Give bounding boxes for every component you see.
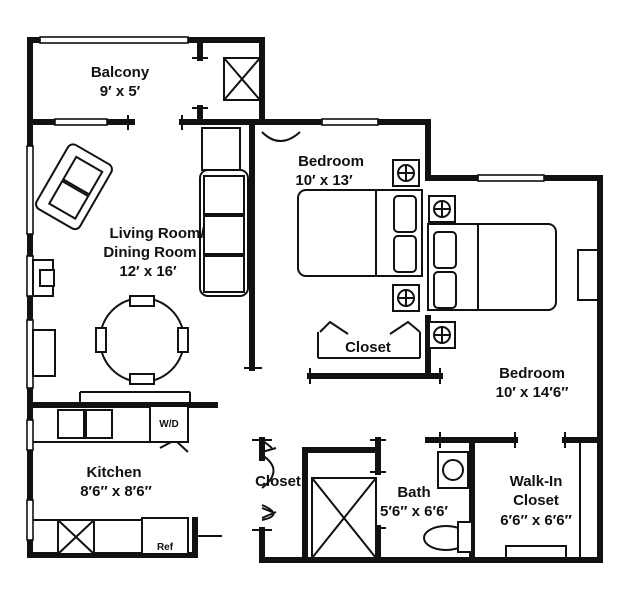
windows (26, 36, 545, 541)
kitchen-name: Kitchen (86, 464, 141, 481)
bed-2 (427, 223, 557, 311)
loveseat (35, 143, 113, 231)
living-name-2: Dining Room (103, 244, 196, 261)
washer-dryer-box (149, 405, 189, 443)
bath-name: Bath (397, 484, 430, 501)
nightstands-2 (428, 195, 456, 349)
kitchen-size: 8′6″ x 8′6″ (80, 483, 152, 500)
walkin-name-2: Closet (513, 492, 559, 509)
bath-fixtures (423, 440, 473, 560)
balcony-name: Balcony (91, 64, 150, 81)
refrigerator-label: Ref (157, 542, 174, 553)
dining-table (95, 295, 189, 385)
living-size: 12′ x 16′ (119, 263, 177, 280)
walkin-size: 6′6″ x 6′6″ (500, 512, 572, 529)
closet2-name: Closet (255, 473, 301, 490)
closet1-name: Closet (345, 339, 391, 356)
hall-closet-storage (311, 477, 377, 559)
balcony-size: 9′ x 5′ (100, 83, 141, 100)
nightstands-1 (392, 159, 420, 312)
refrigerator-box (141, 517, 189, 555)
bedroom1-name: Bedroom (298, 153, 364, 170)
bedroom2-size: 10′ x 14′6″ (496, 384, 569, 401)
door-swings (159, 131, 421, 521)
sofa (199, 127, 249, 297)
bed-1 (297, 189, 423, 277)
armchair (32, 329, 56, 377)
bedroom2-name: Bedroom (499, 365, 565, 382)
walkin-name-1: Walk-In (510, 473, 563, 490)
tv-stand (32, 259, 55, 297)
living-name-1: Living Room/ (110, 225, 206, 242)
kitchen-counters (33, 405, 189, 555)
room-labels: Balcony 9′ x 5′ Living Room/ Dining Room… (80, 64, 572, 553)
balcony-storage (223, 57, 261, 101)
walk-in-shelf (505, 545, 567, 559)
bath-size: 5′6″ x 6′6′ (380, 503, 448, 520)
dresser-2 (577, 249, 599, 301)
bedroom1-size: 10′ x 13′ (295, 172, 353, 189)
washer-dryer-label: W/D (159, 419, 178, 430)
